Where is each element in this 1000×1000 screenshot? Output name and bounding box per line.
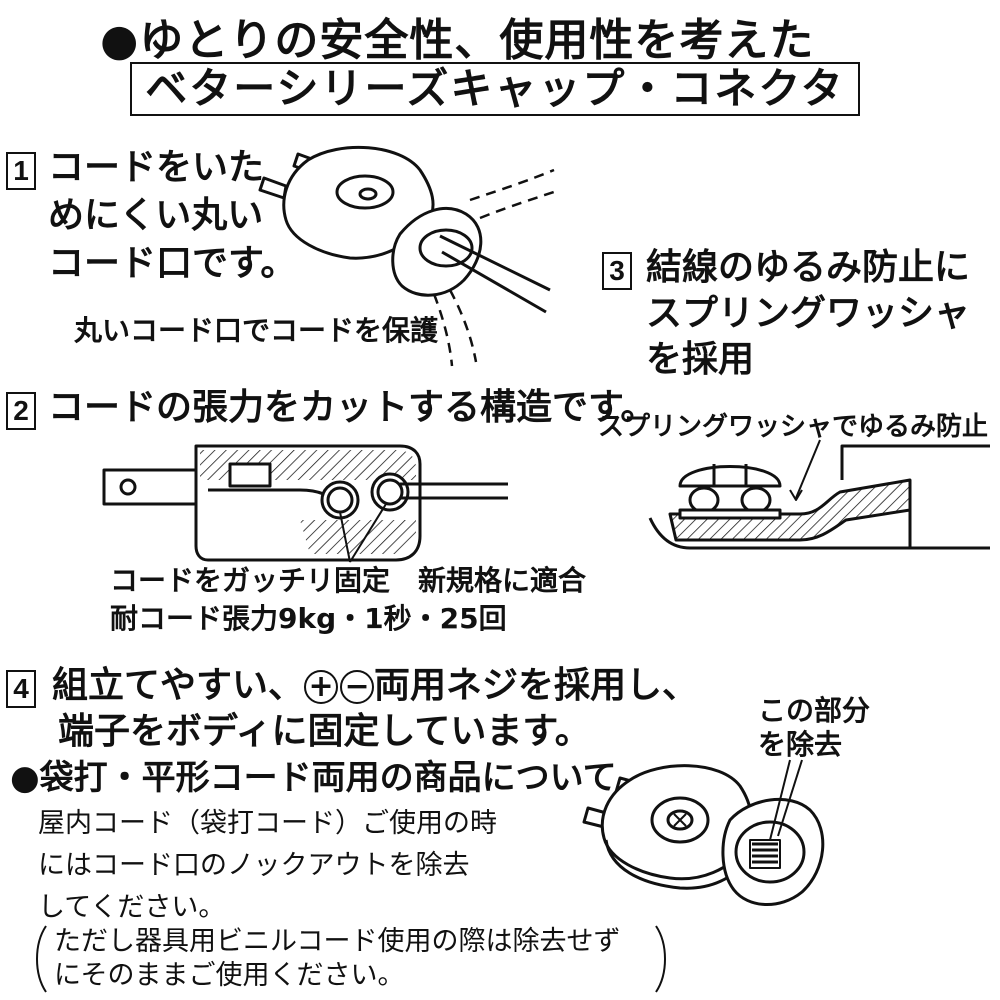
product-series-title: ベターシリーズキャップ・コネクタ bbox=[130, 62, 860, 116]
section1-caption: 丸いコード口でコードを保護 bbox=[74, 314, 439, 347]
plug-cross-section-illustration bbox=[102, 444, 508, 563]
section3-number: 3 bbox=[602, 252, 632, 290]
plus-screw-icon: + bbox=[304, 670, 339, 704]
section4-paren-line2: にそのままご使用ください。 bbox=[54, 960, 405, 991]
section4-heading-line2: 端子をボディに固定しています。 bbox=[58, 711, 591, 752]
section1-number: 1 bbox=[6, 152, 36, 190]
open-paren-icon bbox=[36, 925, 47, 993]
section4-note-line1: 屋内コード（袋打コード）ご使用の時 bbox=[38, 808, 497, 839]
section4-heading-line1-pre: 組立てやすい、 bbox=[52, 665, 305, 706]
page-title: ●ゆとりの安全性、使用性を考えた bbox=[100, 15, 815, 66]
section2-caption-line2: 耐コード張力9kg・1秒・25回 bbox=[110, 602, 507, 635]
close-paren-icon bbox=[655, 925, 666, 993]
plug-knockout-illustration bbox=[582, 759, 825, 906]
section3-heading-line2: スプリングワッシャ bbox=[646, 293, 971, 334]
section4-heading-line1: 組立てやすい、+−両用ネジを採用し、 bbox=[52, 664, 698, 708]
section1-heading-line1: コードをいた bbox=[48, 147, 265, 188]
section4-note-line2: にはコード口のノックアウトを除去 bbox=[38, 850, 470, 881]
minus-screw-icon: − bbox=[340, 670, 375, 704]
section4-paren-line1: ただし器具用ビニルコード使用の際は除去せず bbox=[54, 926, 621, 957]
section4-subheading: ●袋打・平形コード両用の商品について bbox=[10, 758, 617, 798]
section3-heading-line1: 結線のゆるみ防止に bbox=[646, 247, 971, 288]
section3-number-box: 3 bbox=[602, 252, 632, 290]
section3-caption: スプリングワッシャでゆるみ防止 bbox=[598, 412, 989, 442]
section4-number: 4 bbox=[6, 670, 36, 708]
section2-number-box: 2 bbox=[6, 392, 36, 430]
section1-heading-line2: めにくい丸い bbox=[48, 195, 264, 236]
callout-line1: この部分 bbox=[758, 694, 871, 727]
section1-number-box: 1 bbox=[6, 152, 36, 190]
section4-heading-line1-post: 両用ネジを採用し、 bbox=[374, 665, 699, 706]
section4-note-line3: してください。 bbox=[38, 892, 226, 923]
spring-washer-illustration bbox=[648, 439, 990, 550]
section3-heading-line3: を採用 bbox=[646, 339, 755, 380]
section2-number: 2 bbox=[6, 392, 36, 430]
plug-round-cord-illustration bbox=[258, 145, 561, 367]
callout-line2: を除去 bbox=[758, 728, 843, 761]
section1-heading-line3: コード口です。 bbox=[48, 243, 297, 284]
section2-caption-line1: コードをガッチリ固定 新規格に適合 bbox=[110, 564, 587, 597]
section4-number-box: 4 bbox=[6, 670, 36, 708]
section2-heading: コードの張力をカットする構造です。 bbox=[48, 387, 657, 428]
